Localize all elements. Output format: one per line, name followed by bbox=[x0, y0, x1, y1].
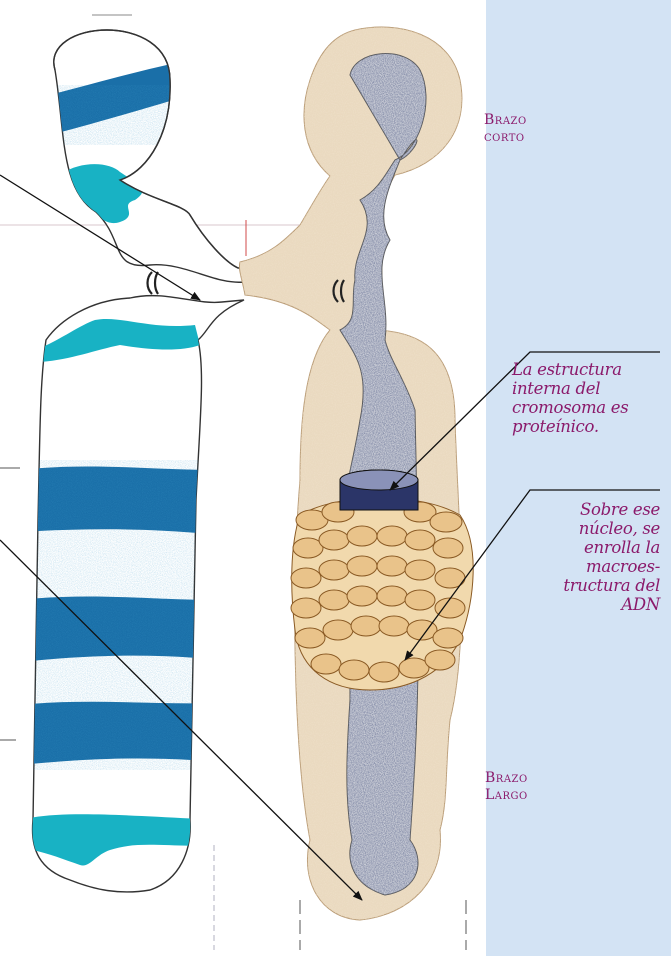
short-arm-label-line1: Brazo bbox=[484, 112, 527, 129]
banded-chromosome bbox=[20, 30, 244, 892]
long-arm-label-line1: Brazo bbox=[485, 770, 528, 787]
macro-note-line1: Sobre ese bbox=[530, 500, 660, 519]
macro-note-line5: tructura del bbox=[530, 576, 660, 595]
protein-note-line4: proteínico. bbox=[512, 417, 664, 436]
protein-note-line1: La estructura bbox=[512, 360, 664, 379]
macro-note-line6: ADN bbox=[530, 595, 660, 614]
macro-note-line4: macroes- bbox=[530, 557, 660, 576]
macro-note-line2: núcleo, se bbox=[530, 519, 660, 538]
protein-core-note: La estructura interna del cromosoma es p… bbox=[512, 360, 664, 436]
macro-note-line3: enrolla la bbox=[530, 538, 660, 557]
short-arm-label-line2: corto bbox=[484, 129, 527, 146]
long-arm-label: Brazo Largo bbox=[485, 770, 528, 804]
protein-note-line2: interna del bbox=[512, 379, 664, 398]
chromosome-3d bbox=[239, 20, 480, 930]
upper-arm-outline bbox=[54, 30, 244, 282]
centromere-mark bbox=[148, 272, 159, 294]
dna-macrostructure-note: Sobre ese núcleo, se enrolla la macroes-… bbox=[530, 500, 660, 614]
protein-note-line3: cromosoma es bbox=[512, 398, 664, 417]
short-arm-label: Brazo corto bbox=[484, 112, 527, 146]
long-arm-label-line2: Largo bbox=[485, 787, 528, 804]
